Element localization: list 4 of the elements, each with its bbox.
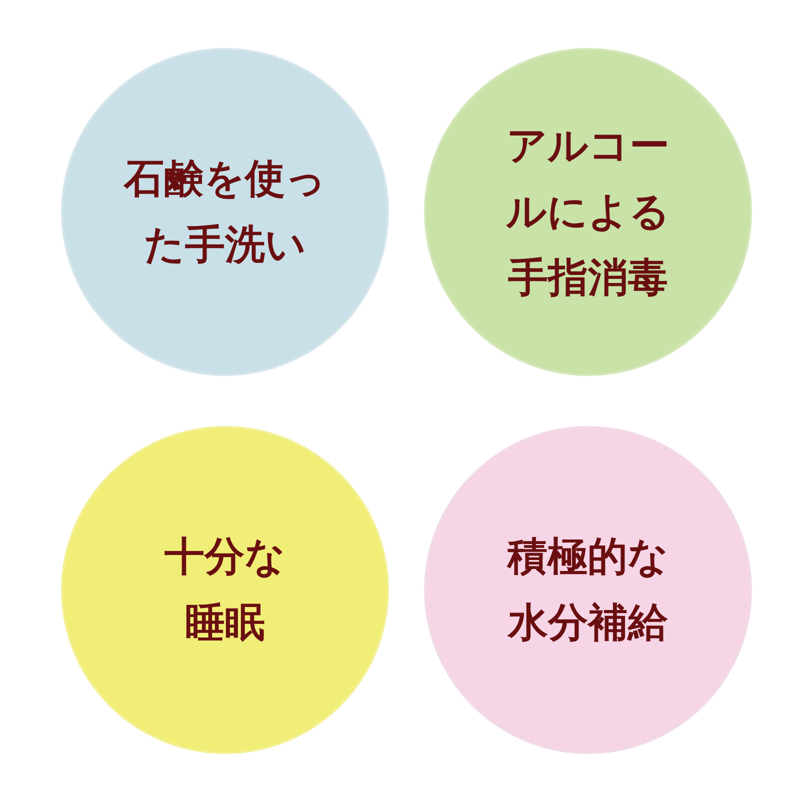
circle-label: 積極的な水分補給 (507, 533, 669, 648)
circle-label: 十分な睡眠 (164, 533, 286, 648)
circle-label: 石鹸を使った手洗い (122, 155, 327, 270)
circle-label: アルコールによる手指消毒 (505, 122, 671, 303)
